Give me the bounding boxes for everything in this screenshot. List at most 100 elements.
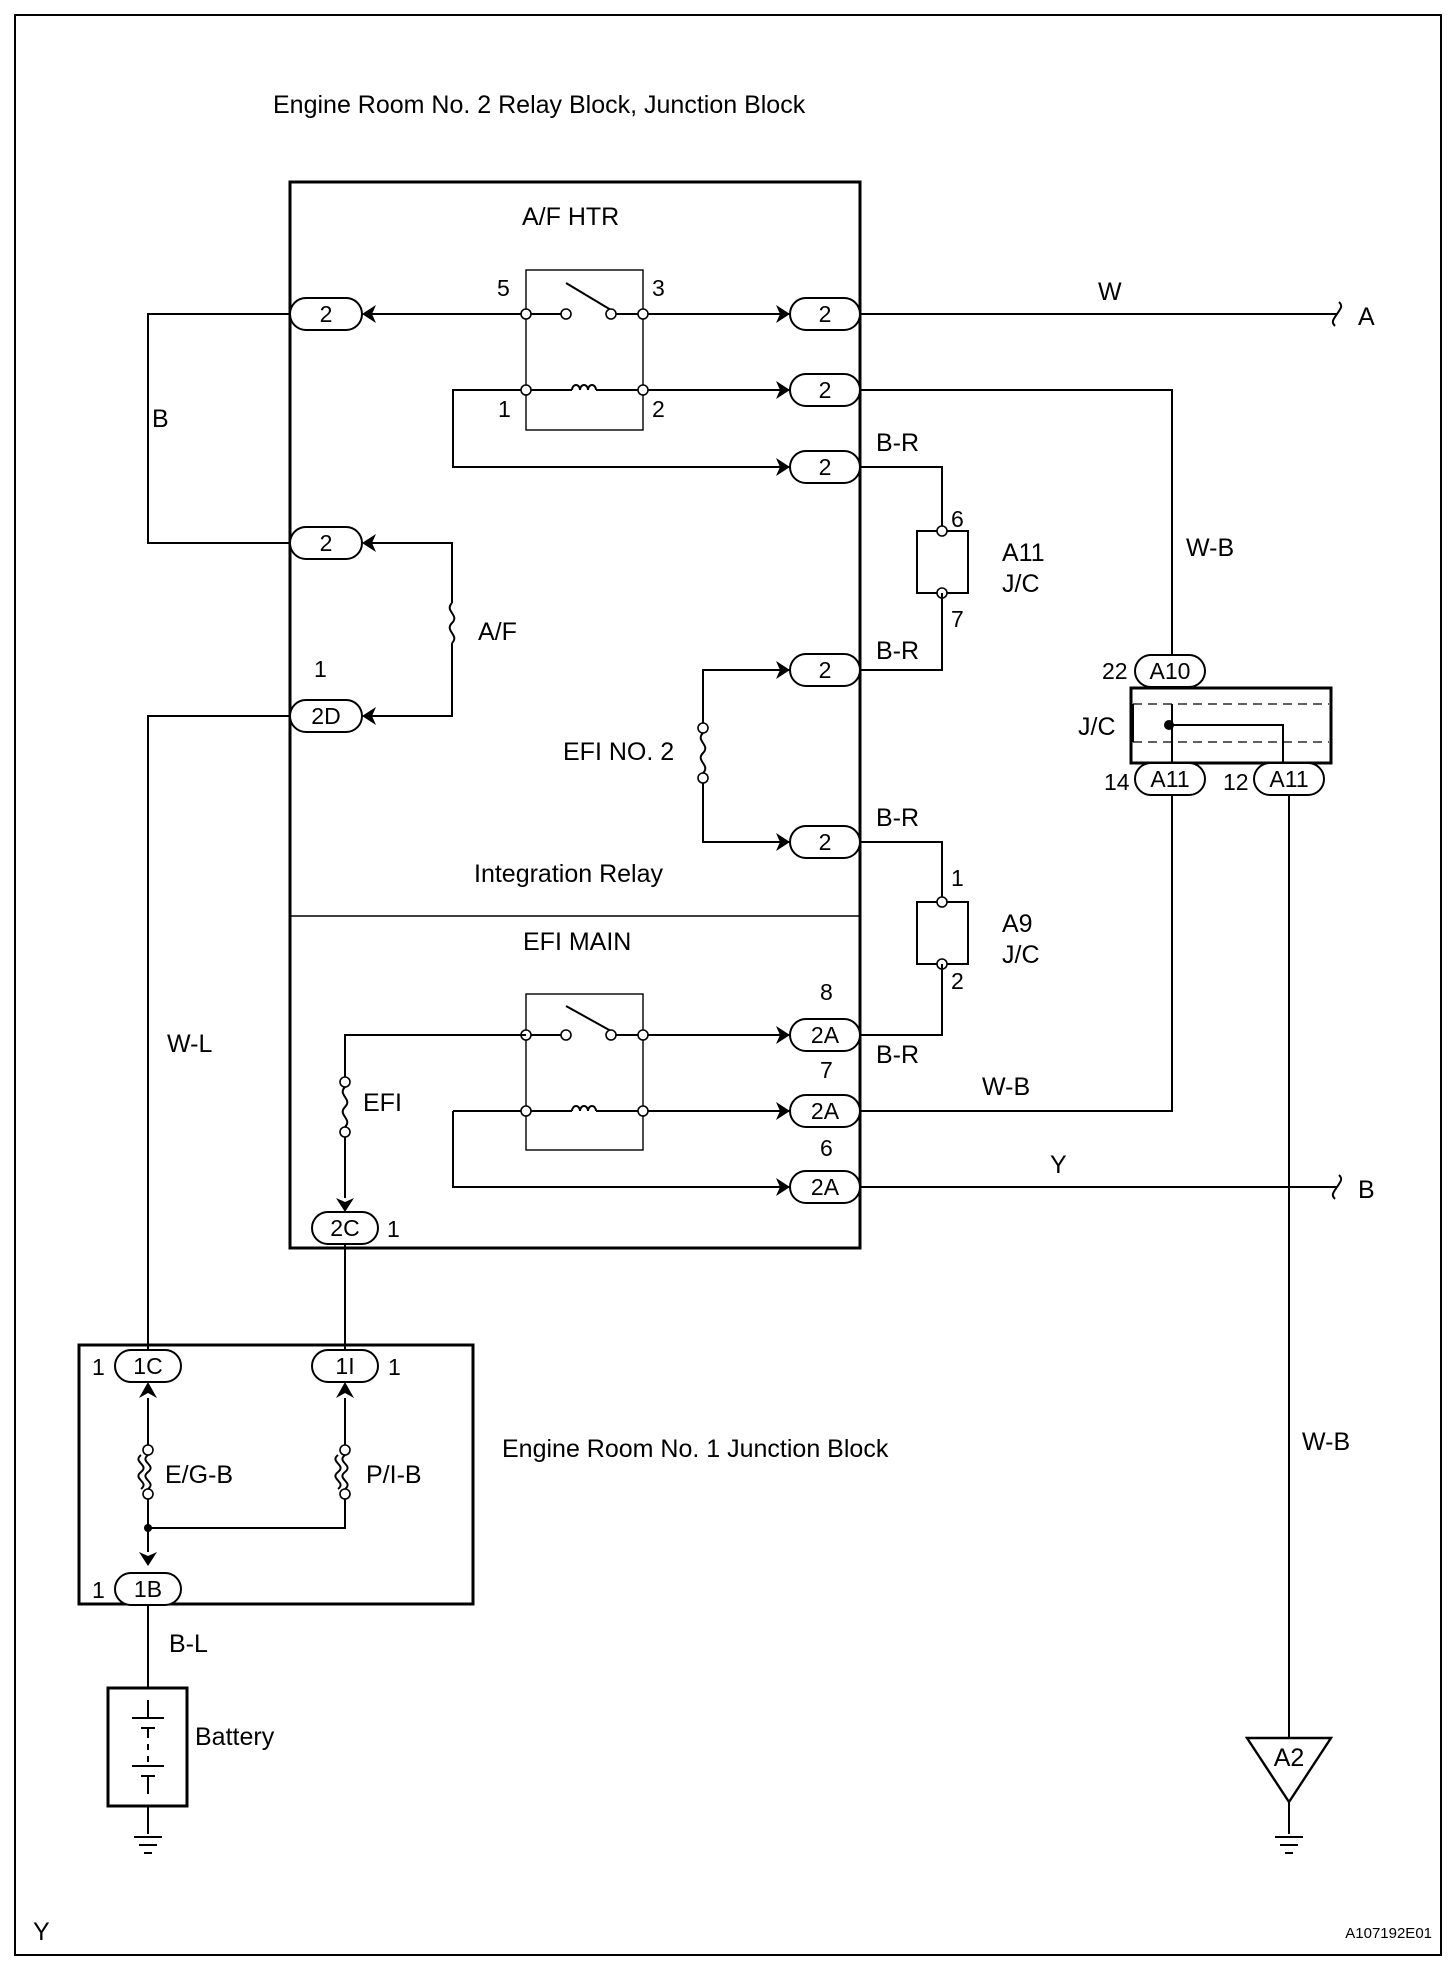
wire-wb-label: W-B bbox=[982, 1073, 1030, 1101]
fuse-efi-no2-label: EFI NO. 2 bbox=[563, 738, 674, 766]
terminal-arrow bbox=[776, 833, 790, 851]
wire-br-label: B-R bbox=[876, 429, 919, 457]
fuse-efi-label: EFI bbox=[363, 1089, 402, 1117]
svg-text:1B: 1B bbox=[134, 1576, 162, 1602]
af-htr-contact bbox=[605, 308, 617, 320]
connector-a11 bbox=[1134, 762, 1206, 796]
pin-7-2a: 7 bbox=[820, 1057, 833, 1083]
svg-text:2: 2 bbox=[819, 454, 832, 480]
jc-a9-type: J/C bbox=[1002, 941, 1040, 969]
wire-wl bbox=[147, 715, 290, 1350]
ground-a2-label: A2 bbox=[1274, 1744, 1305, 1772]
terminal-arrow bbox=[362, 707, 376, 725]
pin-1-2c: 1 bbox=[387, 1216, 400, 1242]
wire-w-label: W bbox=[1098, 278, 1122, 306]
svg-text:2: 2 bbox=[819, 377, 832, 403]
pin-1-1i: 1 bbox=[388, 1354, 401, 1380]
jc-a9-name: A9 bbox=[1002, 910, 1033, 938]
relay-block-title: Engine Room No. 2 Relay Block, Junction … bbox=[273, 91, 806, 119]
terminal-arrow bbox=[336, 1382, 354, 1398]
fuse-pib bbox=[341, 1454, 349, 1490]
pin-2-a9: 2 bbox=[951, 968, 964, 994]
svg-text:2: 2 bbox=[819, 829, 832, 855]
terminal-arrow bbox=[336, 1198, 354, 1212]
ground-a2-symbol bbox=[1244, 1736, 1334, 1805]
svg-text:2: 2 bbox=[819, 657, 832, 683]
terminal-arrow bbox=[776, 305, 790, 323]
jc-a11-type: J/C bbox=[1002, 570, 1040, 598]
pin-5: 5 bbox=[497, 275, 510, 301]
fuse-egb bbox=[144, 1454, 152, 1490]
pin-1-1c: 1 bbox=[92, 1354, 105, 1380]
jc-a11-name: A11 bbox=[1002, 539, 1045, 567]
terminal-arrow bbox=[139, 1382, 157, 1398]
svg-text:2A: 2A bbox=[811, 1174, 840, 1200]
terminal-arrow bbox=[139, 1552, 157, 1566]
terminal-arrow bbox=[776, 1178, 790, 1196]
figure-id: A107192E01 bbox=[1345, 1925, 1432, 1942]
pin-7: 7 bbox=[951, 606, 964, 632]
wire-wl-label: W-L bbox=[167, 1030, 212, 1058]
af-htr-coil bbox=[571, 384, 597, 391]
junction-block-1-outline bbox=[77, 1343, 475, 1606]
integration-relay-label: Integration Relay bbox=[474, 860, 664, 888]
pin-1-1b: 1 bbox=[92, 1577, 105, 1603]
svg-text:A11: A11 bbox=[1269, 766, 1308, 792]
fuse-efi bbox=[341, 1086, 349, 1128]
af-htr-switch-lever bbox=[565, 282, 612, 311]
terminal-arrow bbox=[776, 381, 790, 399]
pin-22: 22 bbox=[1102, 658, 1128, 684]
wire-br-label: B-R bbox=[876, 1041, 919, 1069]
jc-a9-box bbox=[916, 901, 969, 965]
wire-br-label: B-R bbox=[876, 637, 919, 665]
pin-1-a9: 1 bbox=[951, 865, 964, 891]
wire-br-label: B-R bbox=[876, 804, 919, 832]
page-frame bbox=[14, 14, 1442, 1956]
svg-text:2: 2 bbox=[320, 301, 333, 327]
pin-1: 1 bbox=[498, 396, 511, 422]
fuse-af-label: A/F bbox=[478, 618, 517, 646]
svg-text:2: 2 bbox=[819, 301, 832, 327]
wire-wb-upper bbox=[860, 389, 1173, 672]
svg-text:A11: A11 bbox=[1150, 766, 1189, 792]
connector-a10 bbox=[1134, 654, 1206, 688]
efi-main-coil bbox=[571, 1105, 597, 1112]
fuse-egb-label: E/G-B bbox=[165, 1461, 233, 1489]
pin-6: 6 bbox=[951, 506, 964, 532]
pin-1-2d: 1 bbox=[314, 656, 327, 682]
svg-text:2A: 2A bbox=[811, 1098, 840, 1124]
pin-6-2a: 6 bbox=[820, 1135, 833, 1161]
efi-main-relay-box bbox=[525, 993, 644, 1151]
wire-bl-label: B-L bbox=[169, 1630, 208, 1658]
jc-box bbox=[1129, 686, 1333, 765]
svg-text:1I: 1I bbox=[335, 1353, 354, 1379]
continuation-b: B bbox=[1358, 1176, 1375, 1204]
junction-block-1-title: Engine Room No. 1 Junction Block bbox=[502, 1435, 889, 1463]
fuse-pib-label: P/I-B bbox=[366, 1461, 422, 1489]
svg-text:2A: 2A bbox=[811, 1022, 840, 1048]
af-htr-contact bbox=[560, 308, 572, 320]
jc-label: J/C bbox=[1078, 713, 1116, 741]
battery-label: Battery bbox=[195, 1723, 275, 1751]
terminal-arrow bbox=[362, 305, 376, 323]
svg-text:A10: A10 bbox=[1150, 658, 1191, 684]
svg-text:2: 2 bbox=[320, 530, 333, 556]
wire-b bbox=[147, 313, 290, 544]
corner-label: Y bbox=[33, 1918, 50, 1946]
pin-14: 14 bbox=[1104, 769, 1130, 795]
pin-8: 8 bbox=[820, 979, 833, 1005]
pin-2: 2 bbox=[652, 396, 665, 422]
fuse-efi-no2 bbox=[699, 732, 707, 774]
pin-12: 12 bbox=[1223, 769, 1249, 795]
wire-wb-label: W-B bbox=[1302, 1428, 1350, 1456]
af-htr-relay-box bbox=[525, 269, 644, 431]
connector-2a bbox=[789, 1018, 861, 1052]
svg-text:2D: 2D bbox=[311, 703, 340, 729]
terminal-arrow bbox=[776, 1102, 790, 1120]
wire-b-label: B bbox=[152, 405, 169, 433]
wire-y-label: Y bbox=[1050, 1151, 1067, 1179]
continuation-a: A bbox=[1358, 303, 1375, 331]
wire-wb-label: W-B bbox=[1186, 534, 1234, 562]
terminal-arrow bbox=[776, 458, 790, 476]
